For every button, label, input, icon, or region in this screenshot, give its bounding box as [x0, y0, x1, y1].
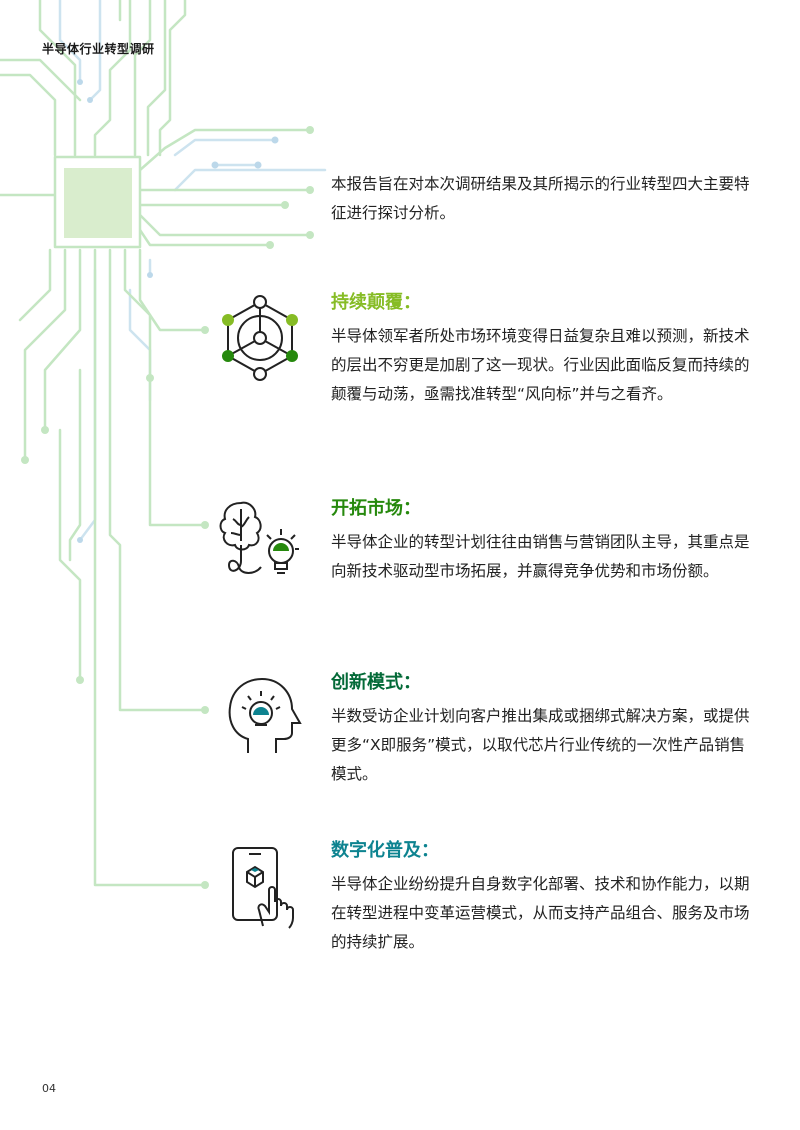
page-number: 04 — [42, 1082, 56, 1095]
brain-lightbulb-icon — [219, 501, 299, 574]
section-body: 半导体领军者所处市场环境变得日益复杂且难以预测，新技术的层出不穷更是加剧了这一现… — [331, 327, 750, 403]
section-market-expansion: 开拓市场： 半导体企业的转型计划往往由销售与营销团队主导，其重点是向新技术驱动型… — [331, 496, 756, 586]
network-hexagon-icon — [222, 295, 298, 381]
section-disruption: 持续颠覆： 半导体领军者所处市场环境变得日益复杂且难以预测，新技术的层出不穷更是… — [331, 290, 756, 409]
head-idea-icon — [228, 677, 302, 753]
intro-paragraph: 本报告旨在对本次调研结果及其所揭示的行业转型四大主要特征进行探讨分析。 — [331, 175, 750, 222]
section-body: 半导体企业纷纷提升自身数字化部署、技术和协作能力，以期在转型进程中变革运营模式，… — [331, 875, 750, 951]
section-digitalization: 数字化普及： 半导体企业纷纷提升自身数字化部署、技术和协作能力，以期在转型进程中… — [331, 838, 756, 957]
section-title: 持续颠覆： — [331, 292, 421, 313]
section-body: 半数受访企业计划向客户推出集成或捆绑式解决方案，或提供更多“X即服务”模式，以取… — [331, 707, 750, 783]
phone-touch-icon — [232, 847, 294, 929]
section-body: 半导体企业的转型计划往往由销售与营销团队主导，其重点是向新技术驱动型市场拓展，并… — [331, 533, 750, 580]
chip-core — [64, 168, 132, 238]
section-title: 数字化普及： — [331, 840, 439, 861]
section-title: 开拓市场： — [331, 498, 421, 519]
section-title: 创新模式： — [331, 672, 421, 693]
section-innovation-model: 创新模式： 半数受访企业计划向客户推出集成或捆绑式解决方案，或提供更多“X即服务… — [331, 670, 756, 789]
running-header: 半导体行业转型调研 — [42, 42, 155, 56]
